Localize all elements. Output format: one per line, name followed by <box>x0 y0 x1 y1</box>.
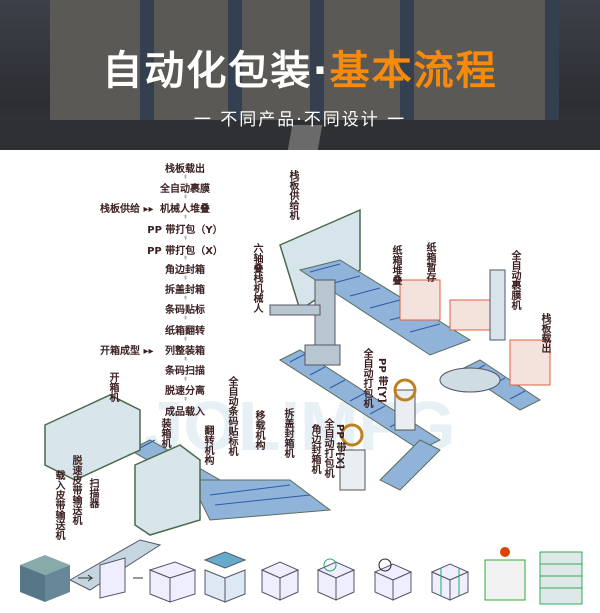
up-arrow-icon: ⇞ <box>183 275 189 282</box>
label-strapper-x: 全自动打包机 <box>322 418 333 478</box>
label-carton-buffer: 纸箱暂存 <box>424 242 435 282</box>
label-transfer: 移载机构 <box>253 410 264 450</box>
pallet-feeder-machine <box>279 208 361 312</box>
flow-step: 纸箱翻转 <box>165 326 205 337</box>
robot-arm <box>269 279 341 366</box>
product-pack-icon <box>20 555 70 602</box>
up-arrow-icon: ⇞ <box>183 214 189 221</box>
label-labeler: 全自动条码贴标机 <box>226 376 237 456</box>
title-highlight: 基本流程 <box>329 48 498 94</box>
process-icons-row <box>20 547 583 605</box>
box-opener-and-packer <box>44 394 201 536</box>
arrow-icon <box>78 574 94 582</box>
label-strap-x: PP 带[X] <box>334 424 345 469</box>
cartons <box>399 279 551 386</box>
label-strap-y: PP 带[Y] <box>376 358 387 403</box>
label-carton-stack: 纸箱堆叠 <box>390 245 401 285</box>
up-arrow-icon: ⇞ <box>183 295 189 302</box>
flow-step: PP 带打包（Y） <box>147 225 223 236</box>
label-strapper-y: 全自动打包机 <box>361 348 372 408</box>
flow-step: 拆盖封箱 <box>165 285 205 296</box>
closed-box-icon <box>260 561 300 601</box>
wrapper-machine <box>439 269 506 393</box>
flow-step: 角边封箱 <box>165 265 205 276</box>
up-arrow-icon: ⇞ <box>183 376 189 383</box>
label-corner-sealer: 角边封箱机 <box>309 424 320 474</box>
label-case-packer: 装箱机 <box>159 418 170 448</box>
label-accel-belt: 脱速皮带输送机 <box>70 455 81 525</box>
up-arrow-icon: ⇞ <box>183 235 189 242</box>
building-background <box>50 0 550 120</box>
blank-carton-icon <box>99 557 126 599</box>
taped-box-icon <box>316 558 356 601</box>
up-arrow-icon: ⇞ <box>183 255 189 262</box>
label-box-opener: 开箱机 <box>107 372 118 402</box>
flow-step: 栈板载出 <box>165 164 205 175</box>
up-arrow-icon: ⇞ <box>183 356 189 363</box>
hero-banner: 自动化包装·基本流程 一 不同产品·不同设计 一 <box>0 0 600 150</box>
flow-step: PP 带打包（X） <box>147 246 223 257</box>
label-robot: 六轴叠栈机械人 <box>251 243 262 313</box>
stacked-pallet-icon <box>484 547 526 601</box>
packaging-line-diagram: JOLIMFG <box>44 208 551 591</box>
label-flipper: 翻转机构 <box>202 425 213 465</box>
label-pallet-feeder: 栈板供给机 <box>287 170 298 220</box>
up-arrow-icon: ⇞ <box>183 194 189 201</box>
up-arrow-icon: ⇞ <box>183 396 189 403</box>
page-subtitle: 一 不同产品·不同设计 一 <box>193 110 407 130</box>
label-top-sealer: 拆盖封箱机 <box>282 408 293 458</box>
label-pallet-out: 栈板载出 <box>539 313 550 353</box>
flow-step: 机械人堆叠 <box>160 204 210 215</box>
flow-step: 全自动裹膜 <box>160 184 210 195</box>
page-title: 自动化包装·基本流程 <box>102 48 498 94</box>
flow-step: 条码扫描 <box>165 366 205 377</box>
strapped-box-x-icon <box>430 563 470 601</box>
strapped-box-icon <box>373 558 413 601</box>
label-scanner: 扫描器 <box>87 478 98 508</box>
flow-step: 条码贴标 <box>165 305 205 316</box>
open-box-icon <box>148 561 197 603</box>
side-label-box-forming: 开箱成型 ▸▸ <box>100 346 154 357</box>
flow-step: 列整装箱 <box>165 346 205 357</box>
wrapped-pallet-icon <box>539 551 583 605</box>
up-arrow-icon: ⇞ <box>183 315 189 322</box>
strapping-machines <box>339 378 417 491</box>
up-arrow-icon: ⇞ <box>183 336 189 343</box>
flow-step: 成品载入 <box>165 407 205 418</box>
up-arrow-icon: ⇞ <box>183 174 189 181</box>
flow-step: 脱速分离 <box>165 386 205 397</box>
label-wrapper: 全自动裹膜机 <box>509 250 520 310</box>
label-infeed: 载入皮带输送机 <box>53 470 64 540</box>
side-label-pallet-supply: 栈板供给 ▸▸ <box>100 204 154 215</box>
filled-box-icon <box>203 551 247 603</box>
